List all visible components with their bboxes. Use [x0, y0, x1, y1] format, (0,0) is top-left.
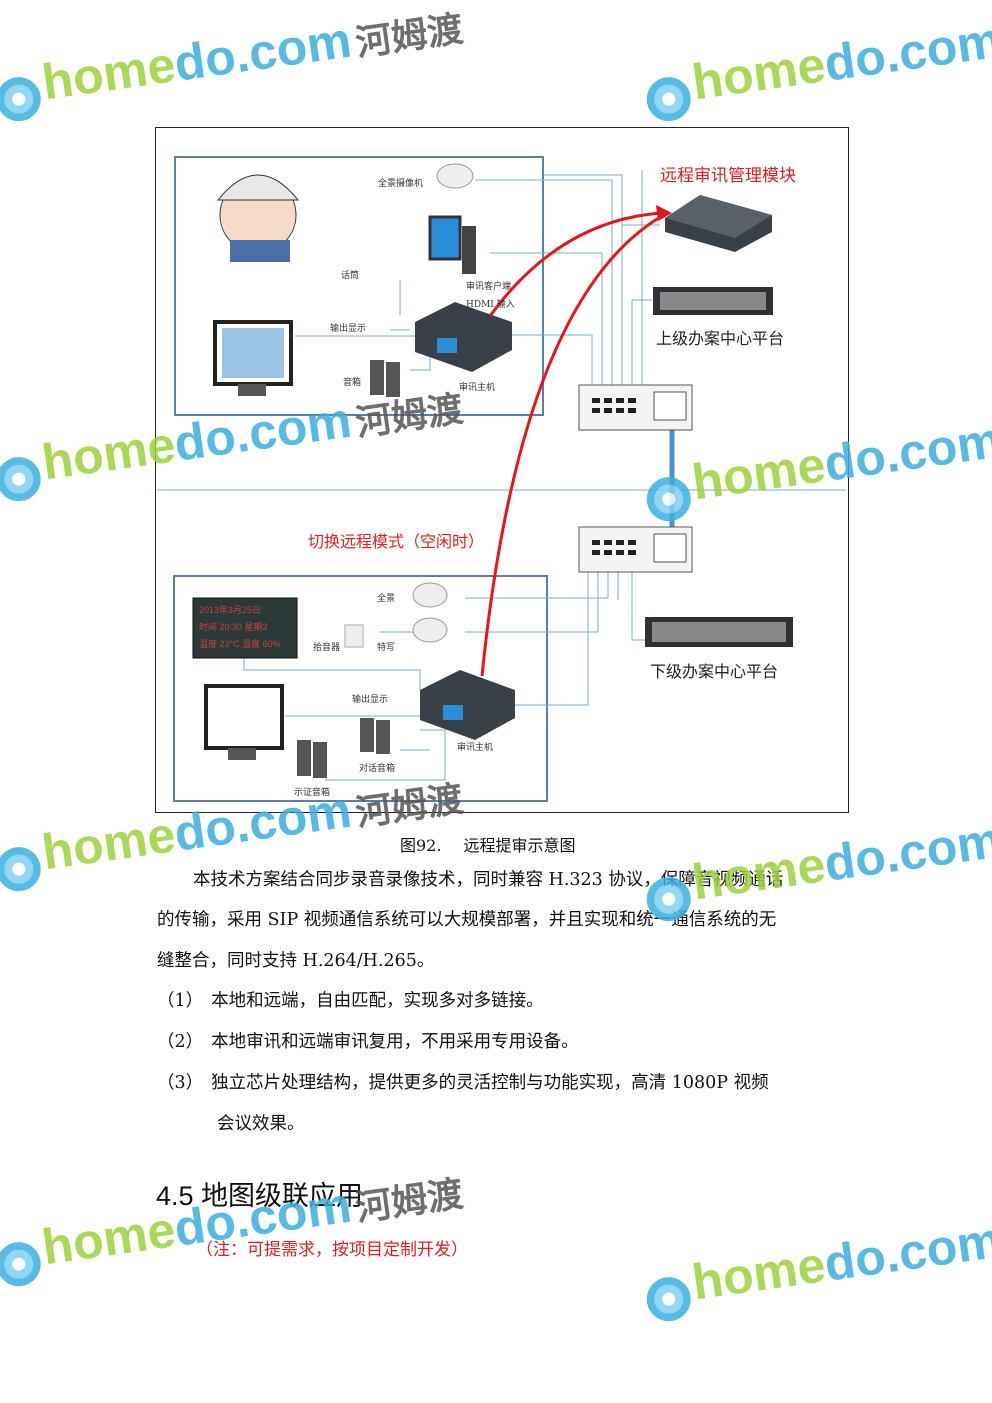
upper-room-box [174, 156, 544, 416]
paragraph-line: 本技术方案结合同步录音录像技术，同时兼容 H.323 协议，保障音视频通话 [193, 870, 784, 890]
item-text: 独立芯片处理结构，提供更多的灵活控制与功能实现，高清 1080P 视频 [211, 1073, 769, 1093]
figure-caption: 图92. 远程提审示意图 [400, 832, 575, 856]
pc [428, 215, 476, 274]
section-note: （注：可提需求，按项目定制开发） [196, 1240, 468, 1260]
remote-module-device [665, 195, 772, 252]
label-pickup: 拾音器 [313, 643, 341, 653]
switch-mode-label: 切换远程模式（空闲时） [308, 532, 485, 551]
item-number: （1） [157, 991, 204, 1011]
item-text: 本地审讯和远端审讯复用，不用采用专用设备。 [211, 1032, 579, 1052]
label-speaker: 音箱 [343, 378, 362, 388]
lower-server [645, 617, 793, 647]
item-number: （2） [157, 1032, 204, 1052]
label-closeup: 特写 [377, 643, 396, 653]
lower-monitor [204, 684, 284, 760]
led-text: 2013年3月25日 时间 20:30 星期2 温度 23°C 湿度 60% [199, 602, 281, 653]
list-item-continuation: 会议效果。 [217, 1114, 305, 1134]
label-host-lower: 审讯主机 [457, 743, 494, 753]
led-line-temp: 温度 23°C 湿度 60% [199, 639, 281, 649]
caption-number: 图92. [400, 836, 442, 855]
item-text: 本地和远端，自由匹配，实现多对多链接。 [211, 991, 544, 1011]
label-dialog-speaker: 对话音箱 [359, 764, 396, 774]
pc-badge: GIS [480, 246, 492, 253]
caption-text: 远程提审示意图 [463, 836, 576, 855]
lower-platform-label: 下级办案中心平台 [650, 662, 779, 681]
paragraph-line: 缝整合，同时支持 H.264/H.265。 [157, 951, 435, 971]
label-output-display: 输出显示 [330, 324, 367, 334]
upper-platform-label: 上级办案中心平台 [656, 329, 785, 348]
item-number: （3） [157, 1073, 204, 1093]
red-arrow-lower [480, 214, 663, 677]
upper-host [415, 302, 512, 372]
label-client: 审讯客户端 [466, 282, 512, 292]
label-host: 审讯主机 [459, 383, 496, 393]
upper-server [653, 287, 773, 315]
list-item: （2） 本地审讯和远端审讯复用，不用采用专用设备。 [157, 1032, 579, 1052]
upper-monitor [213, 320, 293, 396]
led-board [192, 597, 298, 659]
label-panorama: 全景 [377, 594, 396, 604]
list-item: （1） 本地和远端，自由匹配，实现多对多链接。 [157, 991, 544, 1011]
label-microphone: 话筒 [341, 271, 360, 281]
police-avatar [216, 174, 300, 262]
led-line-date: 2013年3月25日 [199, 605, 262, 615]
label-evidence-speaker: 示证音箱 [294, 788, 331, 798]
label-hdmi: HDMI 输入 [466, 300, 515, 310]
diagram-frame [155, 127, 849, 813]
red-arrow-upper [488, 211, 663, 317]
led-line-time: 时间 20:30 星期2 [199, 622, 268, 632]
label-output-display-lower: 输出显示 [352, 695, 389, 705]
remote-module-title: 远程审讯管理模块 [660, 166, 796, 186]
section-heading: 4.5 地图级联应用 [156, 1181, 364, 1211]
label-panorama-camera: 全景摄像机 [378, 179, 424, 189]
lower-host [420, 670, 515, 740]
paragraph-line: 的传输，采用 SIP 视频通信系统可以大规模部署，并且实现和统一通信系统的无 [157, 910, 777, 930]
lower-room-box [173, 575, 548, 802]
list-item: （3） 独立芯片处理结构，提供更多的灵活控制与功能实现，高清 1080P 视频 [157, 1073, 769, 1093]
